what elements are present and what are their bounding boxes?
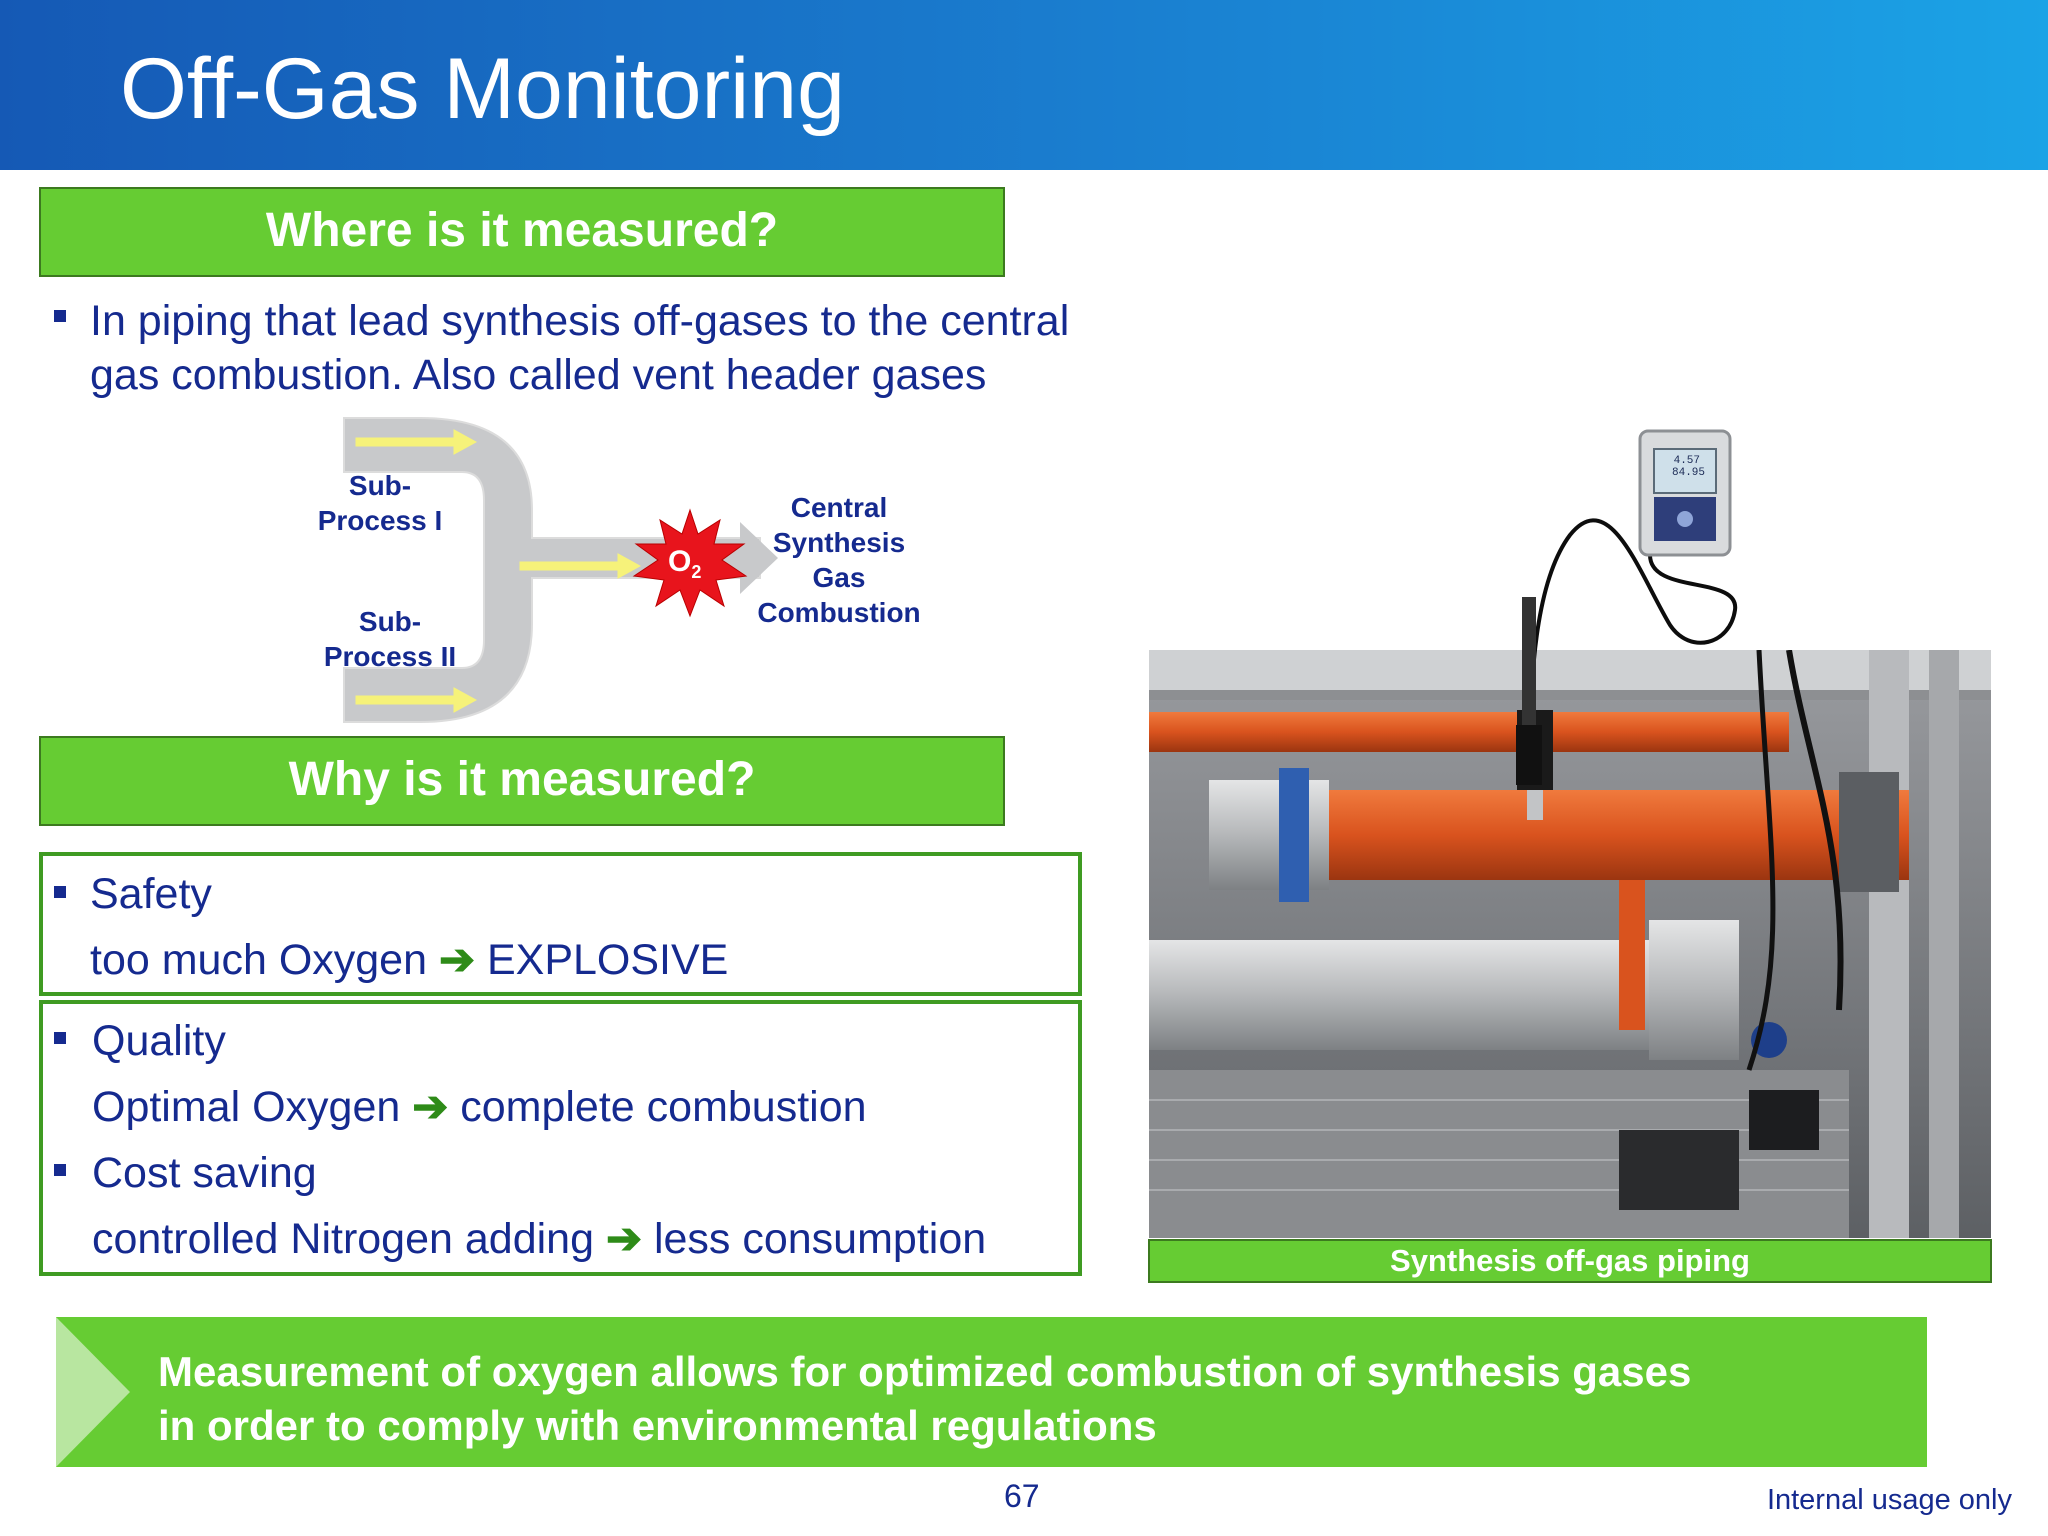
safety-box [39,852,1082,996]
analyzer-display-readout: 4.57 84.95 [1672,455,1706,479]
bullet-icon [54,886,66,898]
title-bar: Off-Gas Monitoring [0,0,2048,170]
bullet-icon [54,310,66,322]
central-combustion-label: Central Synthesis Gas Combustion [757,492,921,628]
photo-caption: Synthesis off-gas piping [1148,1239,1992,1283]
page-number: 67 [1004,1478,1040,1514]
why-heading: Why is it measured? [288,753,756,806]
safety-detail: too much Oxygen ➔ EXPLOSIVE [90,936,729,984]
where-heading-bar: Where is it measured? [39,187,1005,277]
conclusion-banner: Measurement of oxygen allows for optimiz… [56,1317,1927,1467]
quality-title: Quality [92,1017,226,1065]
sub-process-1-label: Sub- Process I [317,470,443,536]
process-flow-diagram [343,417,778,723]
why-heading-bar: Why is it measured? [39,736,1005,826]
piping-illustration [1149,650,1991,1238]
quality-cost-box [39,1000,1082,1276]
bullet-icon [54,1164,66,1176]
flow-arrow-middle [519,553,642,579]
quality-detail: Optimal Oxygen ➔ complete combustion [92,1083,867,1131]
piping-photo [1149,650,1991,1238]
where-bullet-text: In piping that lead synthesis off-gases … [90,294,1190,402]
where-line-2: gas combustion. Also called vent header … [90,351,987,399]
bullet-icon [54,1032,66,1044]
o2-label: O2 [668,545,702,582]
oxygen-analyzer-device [1516,429,1738,785]
flow-arrow-bottom [355,687,478,713]
right-arrow-icon: ➔ [438,936,475,984]
where-line-1: In piping that lead synthesis off-gases … [90,297,1070,345]
cost-detail: controlled Nitrogen adding ➔ less consum… [92,1215,987,1263]
cost-title: Cost saving [92,1149,317,1197]
where-heading: Where is it measured? [265,204,779,257]
sub-process-2-label: Sub- Process II [323,606,457,672]
o2-starburst [632,508,748,618]
footer-note: Internal usage only [1766,1484,2012,1516]
pipe-arrowhead [740,522,778,594]
analyzer-cable [1528,518,1738,756]
banner-chevron [56,1317,130,1467]
right-arrow-icon: ➔ [412,1083,449,1131]
safety-title: Safety [90,870,212,918]
slide-title: Off-Gas Monitoring [120,41,845,137]
conclusion-text: Measurement of oxygen allows for optimiz… [158,1348,1692,1449]
right-arrow-icon: ➔ [605,1215,642,1263]
flow-arrow-top [355,429,478,455]
